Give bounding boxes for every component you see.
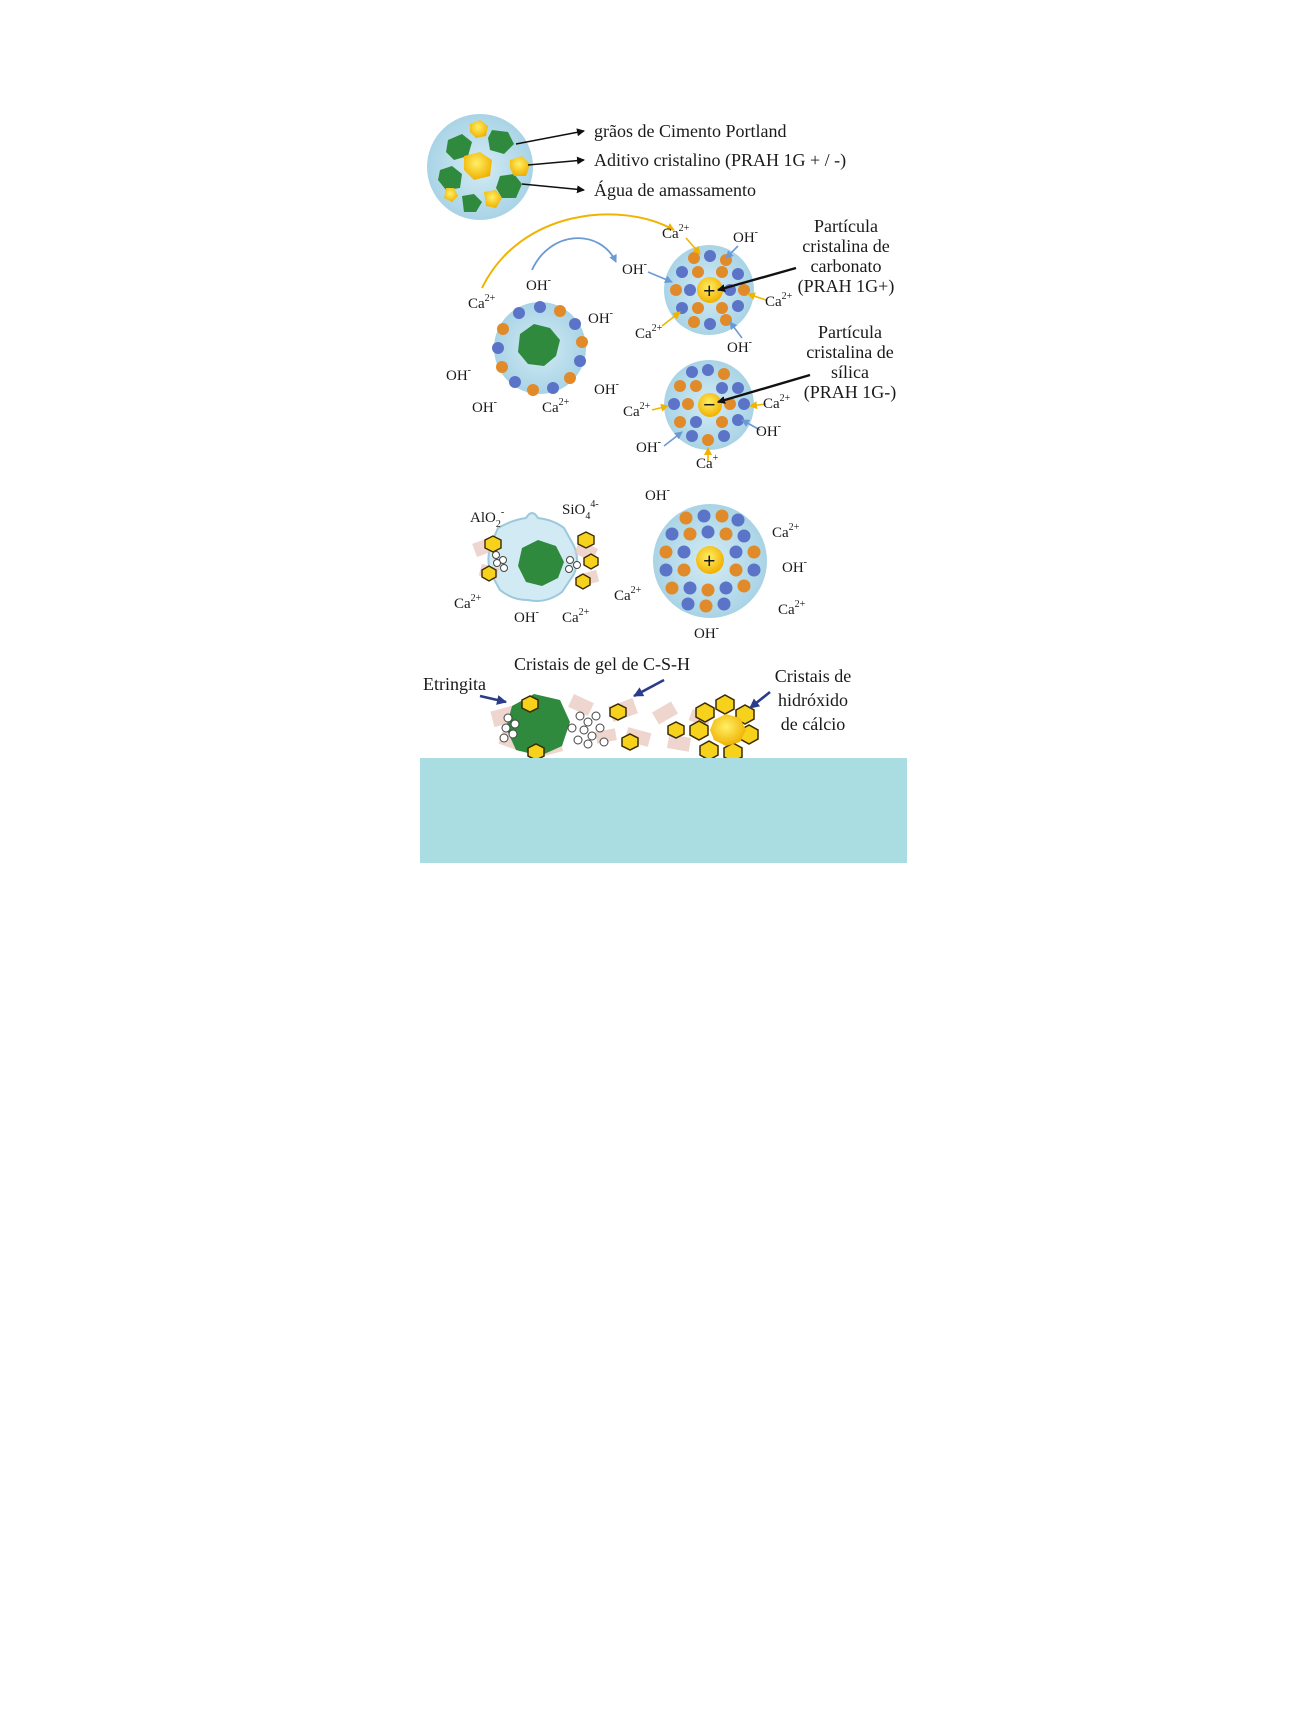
additive-crystal-core	[710, 714, 746, 746]
saturated-ion-grid	[659, 509, 761, 613]
ion-ca: Ca2+	[763, 393, 791, 412]
carbonate-sign: +	[703, 278, 716, 303]
silica-sign: −	[703, 392, 716, 417]
legend-arrows	[515, 128, 585, 194]
free-ions-stage3: AlO2- SiO44- Ca2+ OH- Ca2+ Ca2+ OH- Ca2+…	[454, 485, 807, 642]
label-calcium-hydroxide: Cristais de hidróxido de cálcio	[775, 666, 852, 734]
ion-oh: OH-	[727, 337, 752, 356]
ion-ca: Ca2+	[542, 397, 570, 416]
silica-ion-arrows	[651, 401, 767, 462]
cement-grain-core	[518, 540, 564, 586]
hydrated-cement-grain	[506, 694, 570, 756]
ion-oh: OH-	[526, 275, 551, 294]
ion-ca: Ca+	[696, 453, 719, 472]
svg-text:de cálcio: de cálcio	[781, 714, 845, 734]
silica-ion-grid	[668, 364, 750, 446]
saturated-sign: +	[703, 548, 716, 573]
ion-ca: Ca2+	[778, 599, 806, 618]
carbonate-pointer	[717, 266, 797, 292]
bottom-band	[420, 758, 907, 863]
ion-ca: Ca2+	[454, 593, 482, 612]
additive-grains	[444, 120, 530, 208]
legend-cement-grains: grãos de Cimento Portland	[594, 121, 786, 141]
ion-ca: Ca2+	[468, 293, 496, 312]
ion-oh: OH-	[514, 607, 539, 626]
svg-text:carbonato: carbonato	[811, 256, 882, 276]
ion-oh: OH-	[588, 308, 613, 327]
ion-oh: OH-	[636, 437, 661, 456]
cement-grain-ion-shell	[492, 301, 588, 396]
silica-particle: −	[664, 360, 754, 450]
ion-ca: Ca2+	[772, 522, 800, 541]
ion-ca: Ca2+	[623, 401, 651, 420]
shell-ions	[492, 301, 588, 396]
ettringite-clusters-left	[492, 551, 581, 573]
silica-pointer	[717, 373, 811, 404]
ion-ca: Ca2+	[662, 223, 690, 242]
cement-grains	[438, 130, 522, 212]
carbonate-ion-grid	[670, 250, 750, 330]
silica-core	[698, 393, 722, 417]
svg-text:(PRAH 1G+): (PRAH 1G+)	[798, 276, 895, 297]
carbonate-label: Partícula cristalina de carbonato (PRAH …	[798, 216, 895, 297]
ion-oh: OH-	[694, 623, 719, 642]
ion-oh: OH-	[756, 421, 781, 440]
ion-sio4: SiO44-	[562, 499, 599, 522]
crystal-matrix	[490, 694, 759, 763]
silica-label: Partícula cristalina de sílica (PRAH 1G-…	[804, 322, 897, 403]
cement-grain	[518, 324, 560, 366]
svg-text:Partícula: Partícula	[814, 216, 878, 236]
ettringite-needles	[499, 711, 609, 749]
calcium-transfer-arrow	[481, 213, 675, 289]
ion-ca: Ca2+	[614, 585, 642, 604]
hydrating-grain	[472, 512, 600, 602]
svg-text:Partícula: Partícula	[818, 322, 882, 342]
ion-oh: OH-	[782, 557, 807, 576]
ion-oh: OH-	[733, 227, 758, 246]
carbonate-particle: +	[664, 245, 754, 335]
mixture-circle	[427, 114, 533, 220]
ion-ca: Ca2+	[635, 323, 663, 342]
bottom-pointer-arrows	[479, 678, 771, 710]
ion-ca: Ca2+	[765, 291, 793, 310]
hydroxide-crystals-left	[481, 531, 599, 590]
saturated-core	[696, 546, 724, 574]
svg-text:Cristais de: Cristais de	[775, 666, 852, 686]
ion-ca: Ca2+	[562, 607, 590, 626]
carbonate-core	[697, 277, 723, 303]
ion-alo2: AlO2-	[470, 507, 504, 530]
legend-water: Água de amassamento	[594, 179, 756, 200]
ion-oh: OH-	[645, 485, 670, 504]
calcium-hydroxide-crystals	[521, 694, 759, 763]
ion-oh: OH-	[472, 397, 497, 416]
label-csh-gel: Cristais de gel de C-S-H	[514, 654, 690, 674]
hydroxide-transfer-arrow	[531, 237, 617, 271]
svg-text:cristalina de: cristalina de	[806, 342, 893, 362]
svg-text:cristalina de: cristalina de	[802, 236, 889, 256]
ion-oh: OH-	[446, 365, 471, 384]
legend-additive: Aditivo cristalino (PRAH 1G + / -)	[594, 150, 846, 171]
label-ettringite: Etringita	[423, 674, 486, 694]
free-ions-stage2: Ca2+ OH- OH- OH- OH- OH- Ca2+ Ca2+ OH- O…	[446, 223, 793, 472]
svg-text:hidróxido: hidróxido	[778, 690, 848, 710]
svg-text:(PRAH 1G-): (PRAH 1G-)	[804, 382, 897, 403]
carbonate-ion-arrows	[647, 237, 767, 339]
saturated-particle: +	[653, 504, 767, 618]
ion-oh: OH-	[594, 379, 619, 398]
ion-oh: OH-	[622, 259, 647, 278]
svg-text:sílica: sílica	[831, 362, 869, 382]
